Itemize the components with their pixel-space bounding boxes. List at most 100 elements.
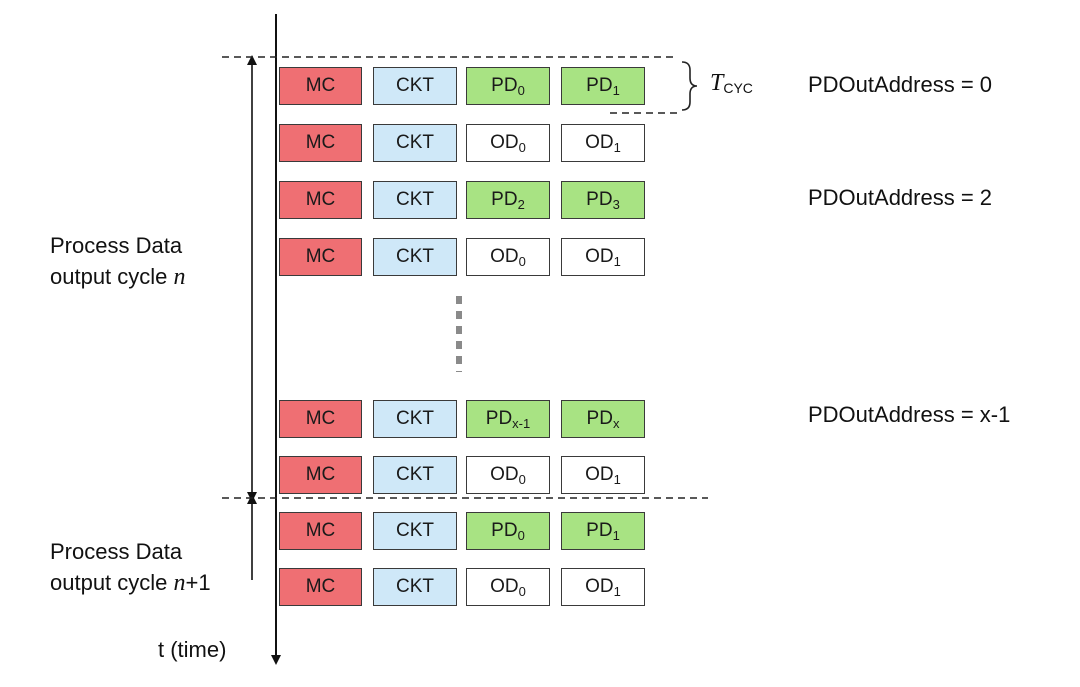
data-cell-base: PD bbox=[586, 408, 613, 429]
cycle-n-variable: n bbox=[173, 264, 186, 290]
data-cell-base: OD bbox=[585, 246, 614, 267]
data-cell-subscript: 0 bbox=[517, 527, 525, 543]
data-cell-subscript: 3 bbox=[612, 196, 620, 212]
data-cell-base: PD bbox=[586, 75, 613, 96]
mc-cell: MC bbox=[279, 568, 362, 606]
data-cell-subscript: 0 bbox=[518, 471, 526, 487]
ckt-cell: CKT bbox=[373, 238, 457, 276]
data-cell-base: OD bbox=[585, 576, 614, 597]
mc-cell: MC bbox=[279, 238, 362, 276]
data-cell-subscript: 0 bbox=[517, 82, 525, 98]
ckt-cell: CKT bbox=[373, 67, 457, 105]
cycle-n-label: Process Data output cycle n bbox=[50, 230, 186, 293]
pd-out-address-label: PDOutAddress = 2 bbox=[808, 185, 993, 210]
pd-out-address-label: PDOutAddress = x-1 bbox=[808, 402, 1011, 427]
mc-text: MC bbox=[305, 132, 336, 153]
tcyc-brace bbox=[681, 61, 698, 111]
mc-cell: MC bbox=[279, 456, 362, 494]
mc-text: MC bbox=[305, 189, 336, 210]
ckt-text: CKT bbox=[396, 132, 434, 153]
data-cell-subscript: x-1 bbox=[512, 415, 531, 431]
ckt-cell: CKT bbox=[373, 400, 457, 438]
ckt-text: CKT bbox=[396, 246, 434, 267]
data-cell-base: PD bbox=[491, 189, 518, 210]
ckt-text: CKT bbox=[396, 464, 434, 485]
mc-text: MC bbox=[305, 576, 336, 597]
data-cell-base: PD bbox=[491, 520, 518, 541]
mc-cell: MC bbox=[279, 181, 362, 219]
ckt-cell: CKT bbox=[373, 456, 457, 494]
cycle-n1-line1: Process Data bbox=[50, 539, 183, 564]
cycle-n1-suffix: +1 bbox=[185, 570, 211, 595]
t-cyc-base: T bbox=[710, 70, 724, 96]
mc-text: MC bbox=[305, 75, 336, 96]
mc-text: MC bbox=[305, 408, 336, 429]
pd-out-address-label: PDOutAddress = 0 bbox=[808, 72, 993, 97]
data-cell-base: PD bbox=[491, 75, 518, 96]
ckt-text: CKT bbox=[396, 576, 434, 597]
cycle-n-line1: Process Data bbox=[50, 233, 183, 258]
data-cell-subscript: x bbox=[612, 415, 620, 431]
data-cell-base: OD bbox=[490, 576, 519, 597]
cycle-n-prefix: output cycle bbox=[50, 264, 174, 289]
data-cell-subscript: 1 bbox=[613, 139, 621, 155]
mc-text: MC bbox=[305, 520, 336, 541]
data-cell-subscript: 1 bbox=[613, 253, 621, 269]
mc-text: MC bbox=[305, 246, 336, 267]
ckt-text: CKT bbox=[396, 189, 434, 210]
t-cyc-label: TCYC bbox=[710, 70, 753, 97]
data-cell-subscript: 2 bbox=[517, 196, 525, 212]
cycle-n-line2: output cycle n bbox=[50, 261, 186, 293]
mc-cell: MC bbox=[279, 124, 362, 162]
data-cell-subscript: 0 bbox=[518, 253, 526, 269]
data-cell-base: PD bbox=[586, 189, 613, 210]
data-cell-subscript: 1 bbox=[612, 82, 620, 98]
mc-cell: MC bbox=[279, 67, 362, 105]
data-cell-base: PD bbox=[586, 520, 613, 541]
data-cell-subscript: 0 bbox=[518, 583, 526, 599]
ckt-text: CKT bbox=[396, 75, 434, 96]
mc-text: MC bbox=[305, 464, 336, 485]
ckt-cell: CKT bbox=[373, 512, 457, 550]
mc-cell: MC bbox=[279, 512, 362, 550]
data-cell-base: OD bbox=[490, 132, 519, 153]
cycle-n1-line2: output cycle n+1 bbox=[50, 567, 211, 599]
t-cyc-subscript: CYC bbox=[723, 80, 753, 96]
ckt-text: CKT bbox=[396, 408, 434, 429]
cycle-n1-variable: n bbox=[173, 570, 186, 596]
cycle-n1-label: Process Data output cycle n+1 bbox=[50, 536, 211, 599]
data-cell-subscript: 1 bbox=[613, 471, 621, 487]
data-cell-subscript: 1 bbox=[613, 583, 621, 599]
data-cell-subscript: 0 bbox=[518, 139, 526, 155]
data-cell-subscript: 1 bbox=[612, 527, 620, 543]
time-axis-label: t (time) bbox=[158, 637, 227, 662]
data-cell-base: OD bbox=[585, 464, 614, 485]
data-cell-base: OD bbox=[490, 246, 519, 267]
cycle-n1-prefix: output cycle bbox=[50, 570, 174, 595]
data-cell-base: OD bbox=[490, 464, 519, 485]
ckt-cell: CKT bbox=[373, 568, 457, 606]
